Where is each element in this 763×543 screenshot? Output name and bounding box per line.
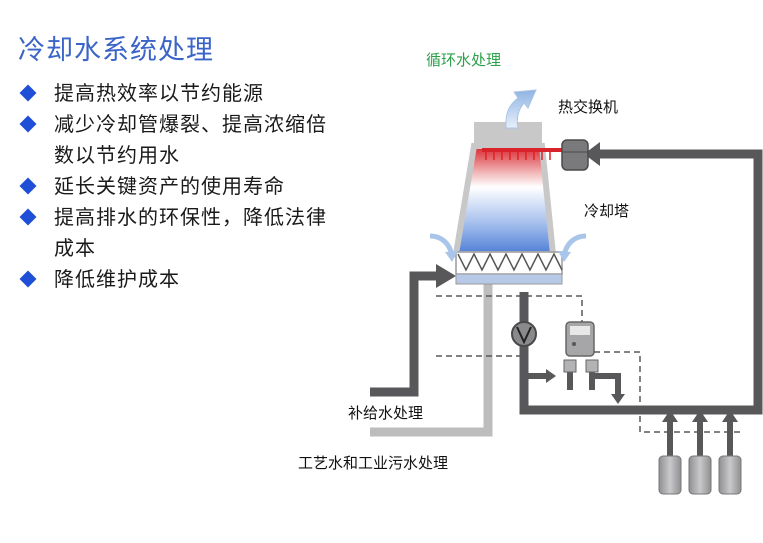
fill-zigzag	[457, 252, 563, 272]
vapour-arrow-icon	[505, 89, 537, 129]
bullet-text: 减少冷却管爆裂、提高浓缩倍数以节约用水	[54, 112, 327, 167]
bullet-text: 降低维护成本	[54, 267, 180, 291]
feed-down-arrow-icon	[611, 394, 625, 404]
makeup-water-pipe	[370, 271, 438, 397]
recirculation-label: 循环水处理	[426, 51, 502, 69]
process-water-label: 工艺水和工业污水处理	[298, 454, 449, 472]
benefit-list: 提高热效率以节约能源 减少冷却管爆裂、提高浓缩倍数以节约用水 延长关键资产的使用…	[18, 78, 354, 295]
controller-led	[572, 342, 576, 346]
bullet-text: 延长关键资产的使用寿命	[54, 174, 285, 198]
heat-exchanger-icon	[561, 139, 589, 171]
page-title: 冷却水系统处理	[18, 35, 214, 66]
bullet-item: 提高热效率以节约能源	[18, 78, 354, 109]
spray-nozzles	[485, 150, 551, 160]
pump-symbol	[516, 326, 532, 345]
heat-exchanger-label: 热交换机	[558, 98, 619, 116]
cooling-tower-label: 冷却塔	[584, 202, 630, 220]
makeup-arrow-icon	[436, 264, 456, 288]
bullet-text: 提高排水的环保性，降低法律成本	[54, 205, 327, 260]
makeup-water-label: 补给水处理	[348, 404, 424, 422]
recirculation-pipe	[519, 149, 763, 415]
control-signal-lines	[436, 295, 744, 433]
dosing-valve	[585, 359, 599, 373]
dosing-valve	[563, 359, 577, 373]
bullet-text: 提高热效率以节约能源	[54, 81, 264, 105]
feed-arrow-icon	[546, 369, 556, 383]
return-arrow-icon	[584, 142, 600, 166]
bullet-item: 延长关键资产的使用寿命	[18, 171, 354, 202]
air-in-right-head	[558, 251, 571, 262]
chemical-tanks	[658, 410, 742, 495]
controller-screen	[570, 326, 590, 335]
bullet-item: 降低维护成本	[18, 264, 354, 295]
bullet-item: 提高排水的环保性，降低法律成本	[18, 202, 354, 264]
bullet-item: 减少冷却管爆裂、提高浓缩倍数以节约用水	[18, 109, 354, 171]
air-in-left-head	[445, 251, 458, 262]
cooling-tower-body	[452, 143, 557, 257]
process-water-pipe	[370, 282, 493, 437]
tower-basin	[455, 273, 563, 285]
